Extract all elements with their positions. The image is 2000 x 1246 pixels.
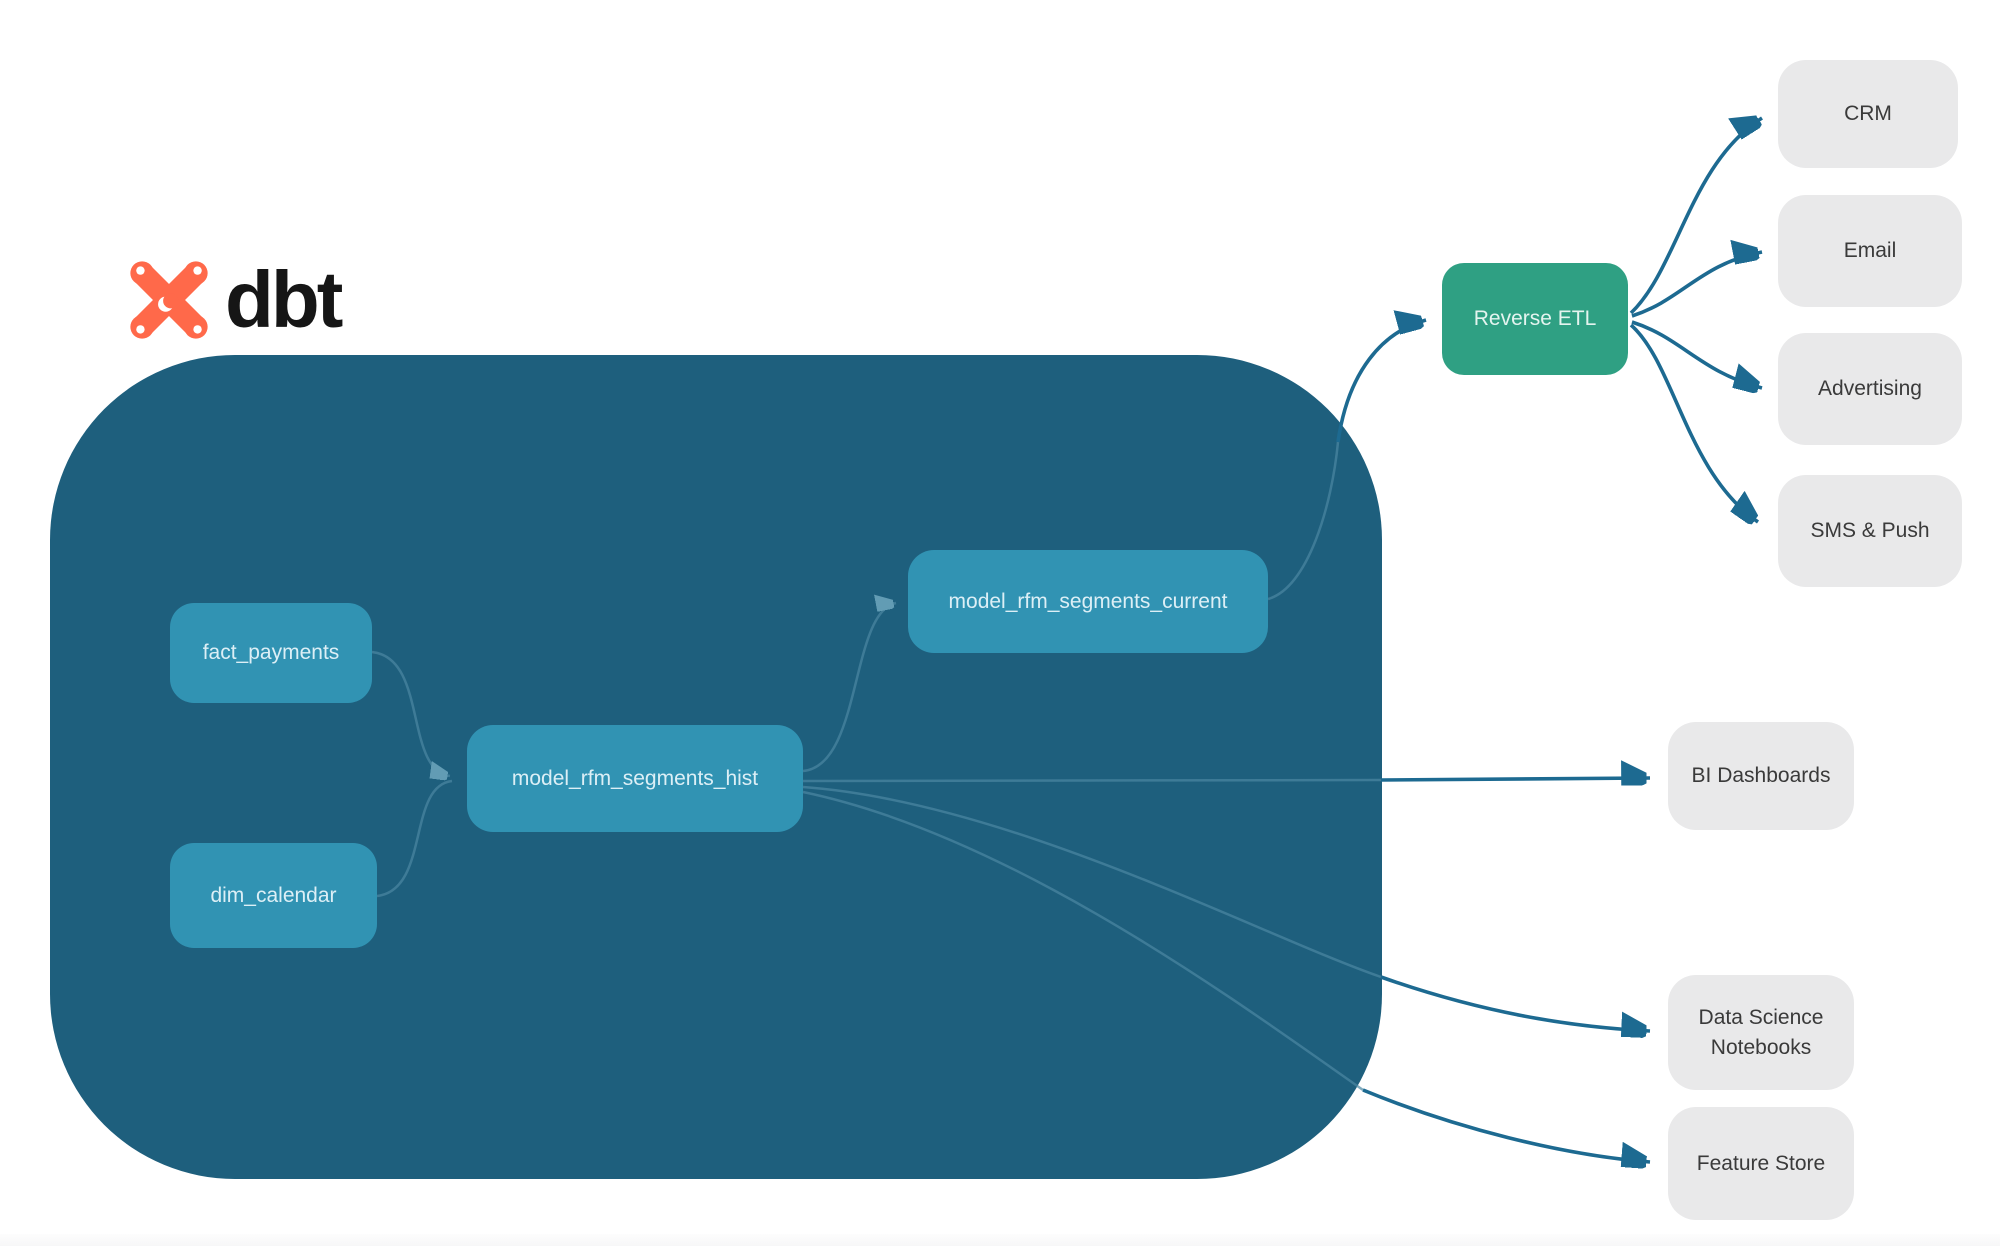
- node-label: SMS & Push: [1810, 519, 1930, 543]
- node-fact-payments: fact_payments: [170, 603, 372, 703]
- node-label: Email: [1843, 239, 1897, 263]
- node-reverse-etl: Reverse ETL: [1442, 263, 1628, 375]
- node-bi-dashboards: BI Dashboards: [1668, 722, 1854, 830]
- node-data-science-notebooks: Data Science Notebooks: [1668, 975, 1854, 1090]
- edge-hist-to-bi-dashboards: [1380, 778, 1651, 780]
- edge-current-to-reverse-etl: [1336, 320, 1427, 443]
- dbt-logo-text: dbt: [225, 255, 343, 344]
- node-model-rfm-segments-current: model_rfm_segments_current: [908, 550, 1268, 653]
- node-label: Data Science Notebooks: [1698, 1006, 1824, 1059]
- bottom-strip: [0, 1234, 2000, 1246]
- node-crm: CRM: [1778, 60, 1958, 168]
- node-label: model_rfm_segments_current: [948, 589, 1228, 613]
- node-label: fact_payments: [202, 641, 340, 664]
- node-label: CRM: [1844, 102, 1892, 126]
- node-label: Feature Store: [1696, 1151, 1826, 1175]
- edge-hist-to-feature-store: [1362, 1088, 1651, 1162]
- node-advertising: Advertising: [1778, 333, 1962, 445]
- edge-reverse-etl-to-crm: [1629, 118, 1763, 315]
- dbt-logo-icon: [130, 261, 208, 339]
- node-feature-store: Feature Store: [1668, 1107, 1854, 1220]
- edge-hist-to-data-science-notebooks: [1380, 975, 1651, 1031]
- node-sms-push: SMS & Push: [1778, 475, 1962, 587]
- node-email: Email: [1778, 195, 1962, 307]
- node-label: Advertising: [1818, 377, 1922, 401]
- node-label: BI Dashboards: [1691, 764, 1831, 788]
- node-dim-calendar: dim_calendar: [170, 843, 377, 948]
- edge-reverse-etl-to-advertising: [1631, 320, 1762, 388]
- node-model-rfm-segments-hist: model_rfm_segments_hist: [467, 725, 803, 832]
- dbt-logo: dbt: [127, 255, 343, 344]
- node-label: model_rfm_segments_hist: [511, 766, 759, 790]
- node-label: Reverse ETL: [1473, 307, 1597, 330]
- edge-reverse-etl-to-email: [1631, 252, 1763, 318]
- edge-reverse-etl-to-sms-push: [1629, 323, 1758, 522]
- node-label: dim_calendar: [210, 883, 337, 907]
